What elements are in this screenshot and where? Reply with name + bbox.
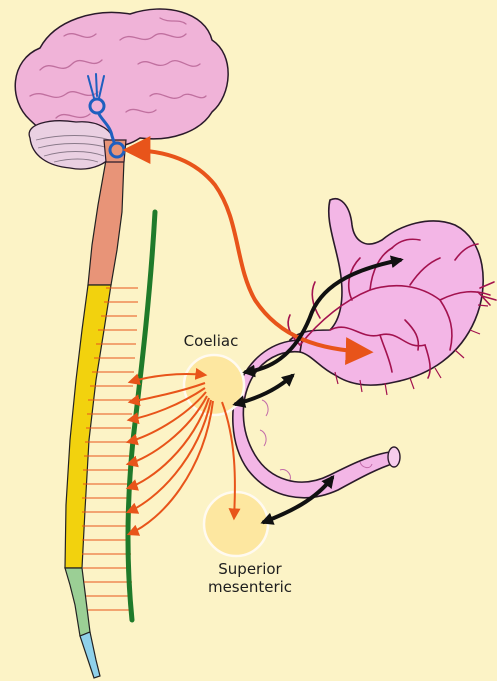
intestine-lumen [388,447,400,467]
stomach-body [290,199,483,385]
visceral-afferent-to-brainstem-arrow [128,150,368,352]
spinal-sacral-segment [80,632,100,678]
superior-mesenteric-label-line2: mesenteric [200,578,300,596]
sympathetic-chain [128,212,155,620]
spinal-lumbar-segment [65,568,90,636]
coeliac-ganglion-label: Coeliac [176,332,246,350]
cerebellum [29,121,114,169]
stomach-icon [233,199,496,498]
brainstem-synapse [110,143,124,157]
superior-mesenteric-ganglion-icon [204,492,268,556]
spinal-cord [65,160,124,678]
spinal-cervical-segment [88,160,124,285]
superior-mesenteric-label-line1: Superior [200,560,300,578]
thalamic-neuron-body [90,99,104,113]
